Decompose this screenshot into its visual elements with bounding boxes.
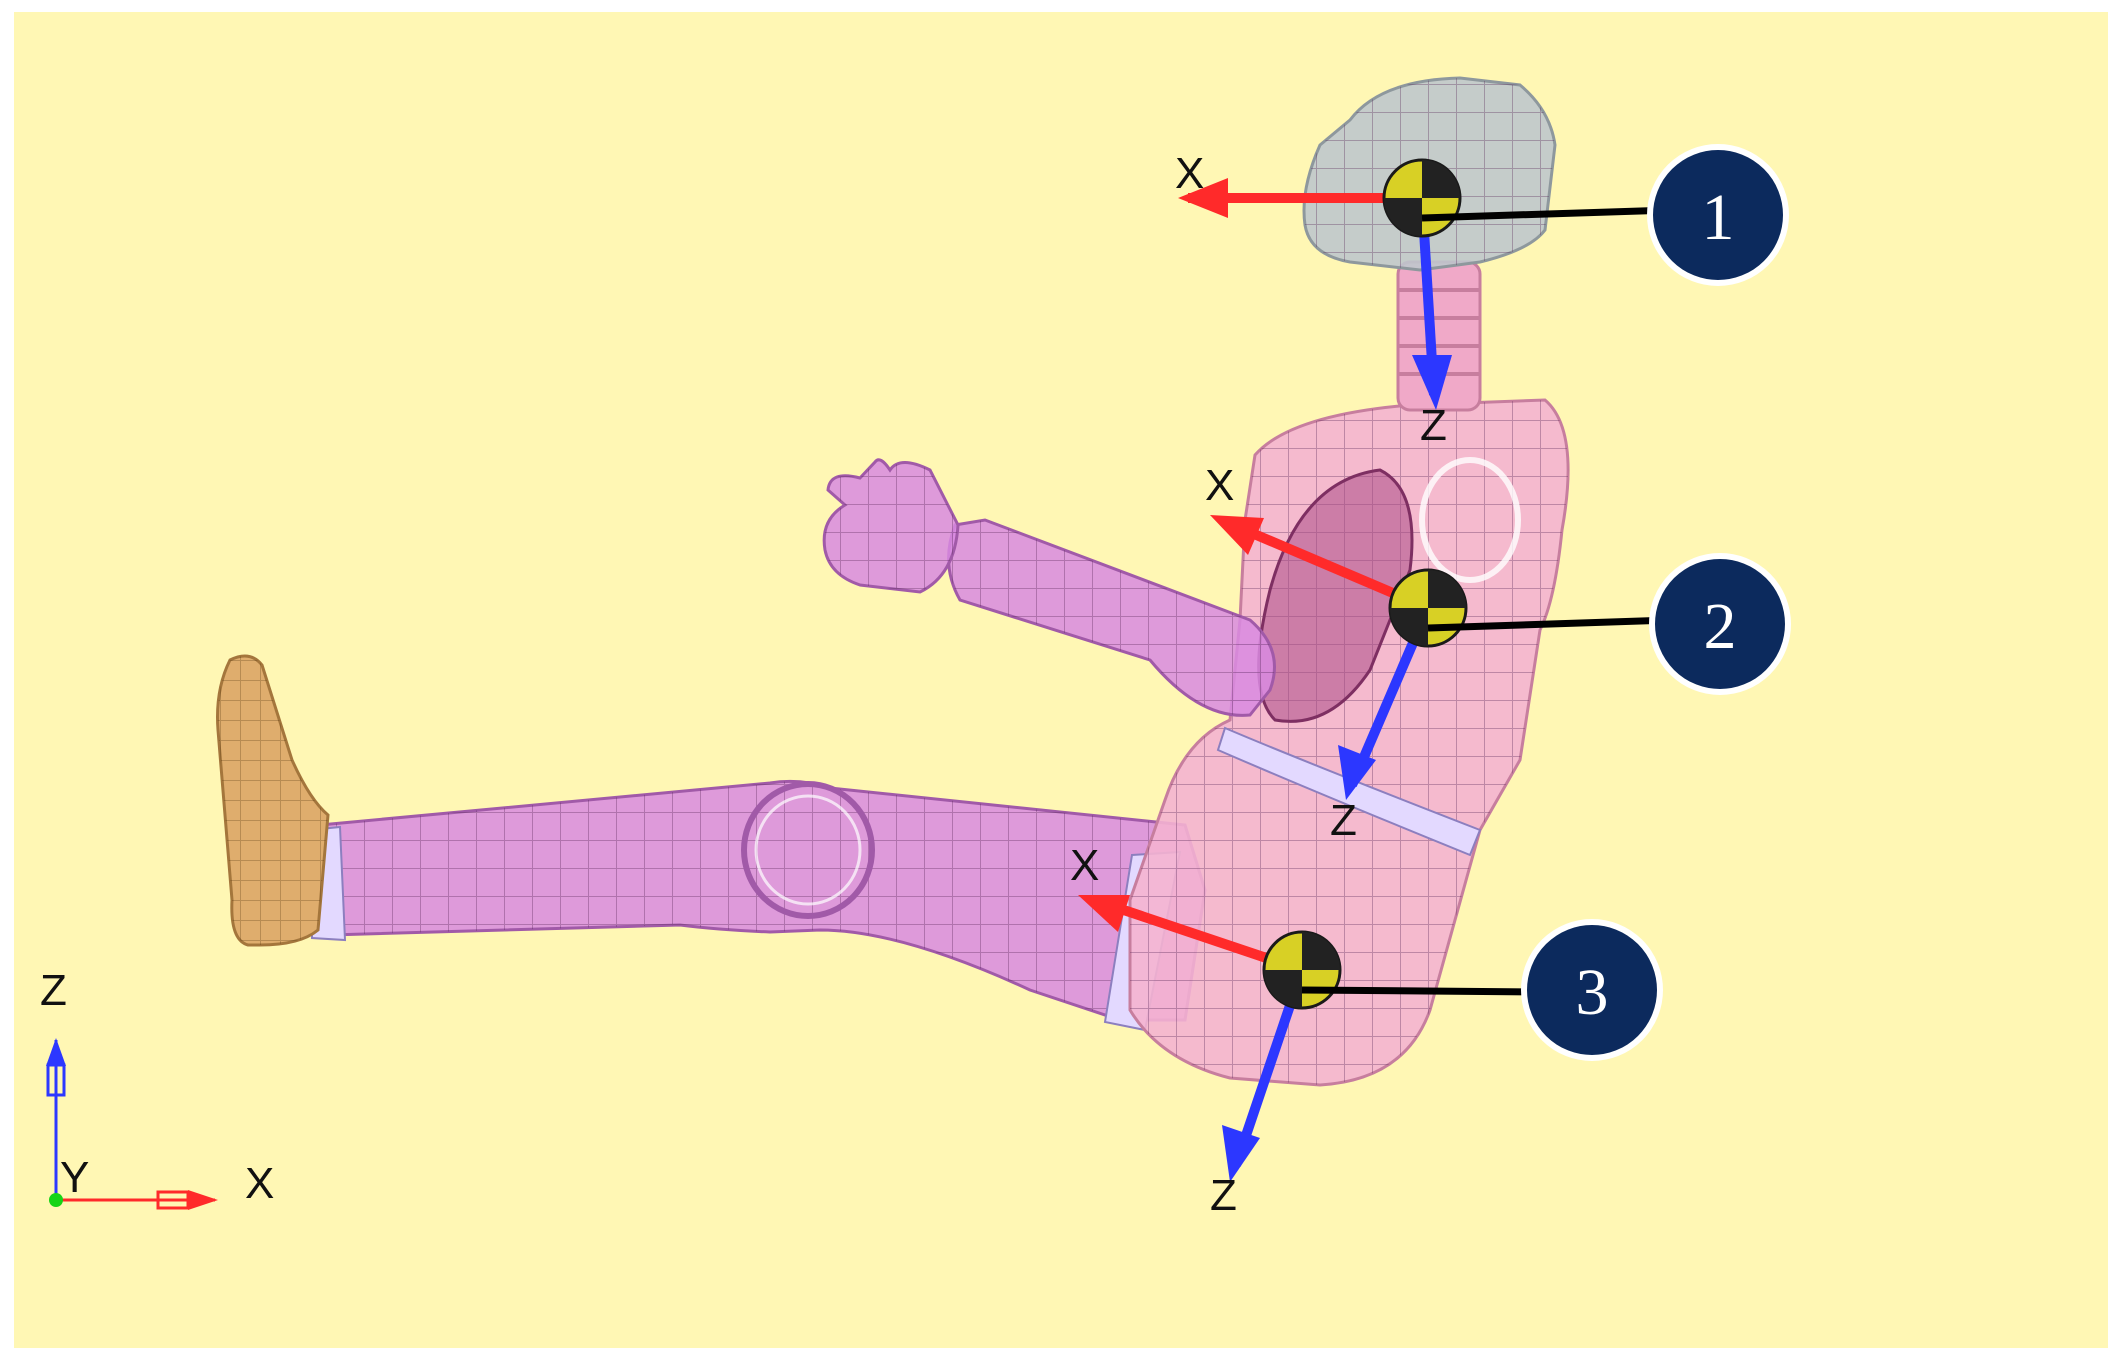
sensor-layer: X Z 1 X: [1070, 144, 1791, 1220]
callout-badge-2: 2: [1649, 553, 1791, 695]
accelerometer-2: X Z 2: [1205, 461, 1791, 845]
x-arrowhead-3: [1078, 895, 1130, 932]
z-axis-label-1: Z: [1420, 401, 1447, 450]
callout-badge-3: 3: [1521, 919, 1663, 1061]
z-axis-label-2: Z: [1330, 796, 1357, 845]
shoulder-joint: [1419, 457, 1521, 583]
diagram-background: [14, 12, 2108, 1348]
leader-line-3: [1301, 986, 1546, 996]
z-axis-label-3: Z: [1210, 1171, 1237, 1220]
accelerometer-icon-3: [1262, 930, 1342, 1010]
accelerometer-3: X Z 3: [1070, 841, 1663, 1220]
z-arrowhead-1: [1412, 355, 1452, 410]
knee-joint: [741, 781, 875, 919]
accelerometer-icon-2: [1388, 568, 1468, 648]
accelerometer-1: X Z 1: [1175, 144, 1789, 450]
accelerometer-icon-1: [1382, 158, 1462, 238]
global-axis-triad: Z X Y: [40, 966, 274, 1210]
x-axis-label-3: X: [1070, 841, 1099, 890]
z-arrowhead-2: [1338, 745, 1376, 800]
global-origin: [49, 1193, 63, 1207]
x-axis-label-1: X: [1175, 149, 1204, 198]
leg: [302, 779, 1207, 1032]
leader-line-1: [1421, 206, 1671, 222]
arm: [822, 458, 1276, 717]
global-z-label: Z: [40, 966, 67, 1015]
z-arrowhead-3: [1222, 1125, 1260, 1182]
x-arrowhead-1: [1178, 178, 1228, 218]
torso: [1128, 398, 1570, 1087]
x-axis-label-2: X: [1205, 461, 1234, 510]
svg-text:3: 3: [1576, 956, 1609, 1029]
svg-text:1: 1: [1702, 181, 1735, 254]
svg-text:2: 2: [1704, 590, 1737, 663]
leader-line-2: [1427, 616, 1673, 632]
global-y-label: Y: [60, 1153, 89, 1202]
callout-badge-1: 1: [1647, 144, 1789, 286]
x-arrowhead-2: [1210, 515, 1264, 555]
global-x-label: X: [245, 1159, 274, 1208]
